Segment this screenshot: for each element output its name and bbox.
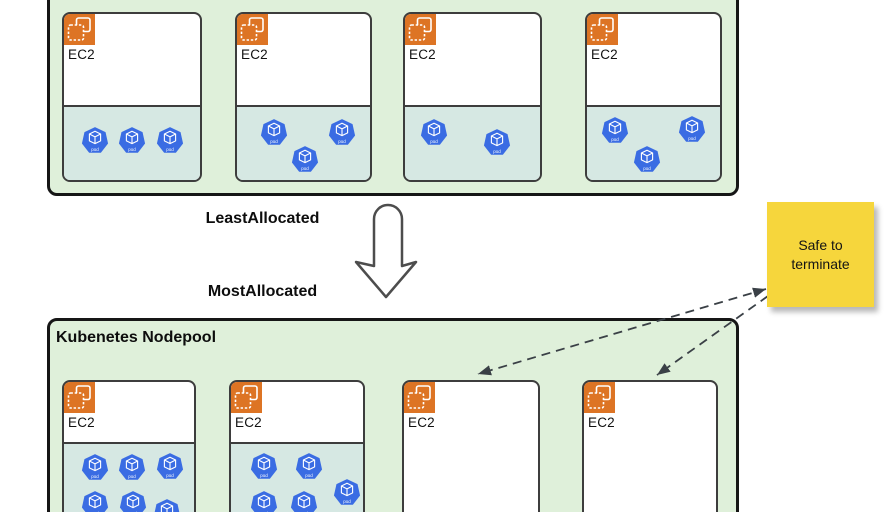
pod-icon: pod <box>250 452 278 480</box>
ec2-node: EC2 pod pod pod <box>235 12 372 182</box>
ec2-node-label: EC2 <box>588 415 615 430</box>
ec2-node-label: EC2 <box>408 415 435 430</box>
ec2-icon <box>64 14 95 45</box>
sticky-note-line1: Safe to <box>798 237 843 253</box>
pod-icon: pod <box>483 128 511 156</box>
ec2-icon <box>405 14 436 45</box>
pod-icon: pod <box>153 498 181 512</box>
pod-icon: pod <box>295 452 323 480</box>
pod-icon: pod <box>633 145 661 173</box>
ec2-node: EC2 <box>402 380 540 512</box>
pod-icon: pod <box>118 453 146 481</box>
ec2-icon <box>231 382 262 413</box>
svg-text:pod: pod <box>270 139 278 144</box>
ec2-node: EC2 podpodpodpodpodpod <box>62 380 196 512</box>
least-allocated-label: LeastAllocated <box>205 210 320 227</box>
ec2-node-label: EC2 <box>68 415 95 430</box>
bottom-panel-title: Kubenetes Nodepool <box>56 329 217 346</box>
pod-icon: pod <box>260 118 288 146</box>
svg-text:pod: pod <box>301 166 309 171</box>
svg-text:pod: pod <box>343 499 351 504</box>
ec2-node-label: EC2 <box>68 47 95 62</box>
svg-text:pod: pod <box>305 473 313 478</box>
ec2-icon <box>584 382 615 413</box>
svg-text:pod: pod <box>430 139 438 144</box>
svg-text:pod: pod <box>128 474 136 479</box>
svg-text:pod: pod <box>260 473 268 478</box>
svg-text:pod: pod <box>688 136 696 141</box>
svg-text:pod: pod <box>338 139 346 144</box>
svg-text:pod: pod <box>493 149 501 154</box>
pod-icon: pod <box>291 145 319 173</box>
ec2-node-label: EC2 <box>409 47 436 62</box>
pod-icon: pod <box>119 490 147 512</box>
pod-icon: pod <box>333 478 361 506</box>
sticky-note-line2: terminate <box>791 256 850 272</box>
pod-icon: pod <box>81 490 109 512</box>
pod-icon: pod <box>81 453 109 481</box>
pod-icon: pod <box>678 115 706 143</box>
ec2-icon <box>64 382 95 413</box>
svg-text:pod: pod <box>128 147 136 152</box>
pod-icon: pod <box>156 126 184 154</box>
svg-text:pod: pod <box>643 166 651 171</box>
ec2-node-label: EC2 <box>241 47 268 62</box>
pod-icon: pod <box>250 490 278 512</box>
svg-text:pod: pod <box>611 137 619 142</box>
ec2-node: EC2 pod pod <box>403 12 542 182</box>
svg-text:pod: pod <box>91 147 99 152</box>
pod-icon: pod <box>601 116 629 144</box>
most-allocated-label: MostAllocated <box>207 283 318 300</box>
ec2-node: EC2 pod pod pod <box>585 12 722 182</box>
svg-text:pod: pod <box>166 147 174 152</box>
ec2-node: EC2 <box>582 380 718 512</box>
ec2-node-label: EC2 <box>591 47 618 62</box>
ec2-node: EC2 pod pod pod <box>62 12 202 182</box>
pod-icon: pod <box>290 490 318 512</box>
svg-text:pod: pod <box>166 473 174 478</box>
pod-icon: pod <box>118 126 146 154</box>
ec2-node-label: EC2 <box>235 415 262 430</box>
ec2-icon <box>404 382 435 413</box>
down-flow-arrow <box>354 203 418 299</box>
ec2-icon <box>587 14 618 45</box>
pod-icon: pod <box>420 118 448 146</box>
ec2-node: EC2 podpodpodpodpod <box>229 380 365 512</box>
svg-text:pod: pod <box>91 474 99 479</box>
pod-icon: pod <box>156 452 184 480</box>
pod-icon: pod <box>81 126 109 154</box>
ec2-icon <box>237 14 268 45</box>
pod-icon: pod <box>328 118 356 146</box>
sticky-note: Safe to terminate <box>767 202 874 307</box>
